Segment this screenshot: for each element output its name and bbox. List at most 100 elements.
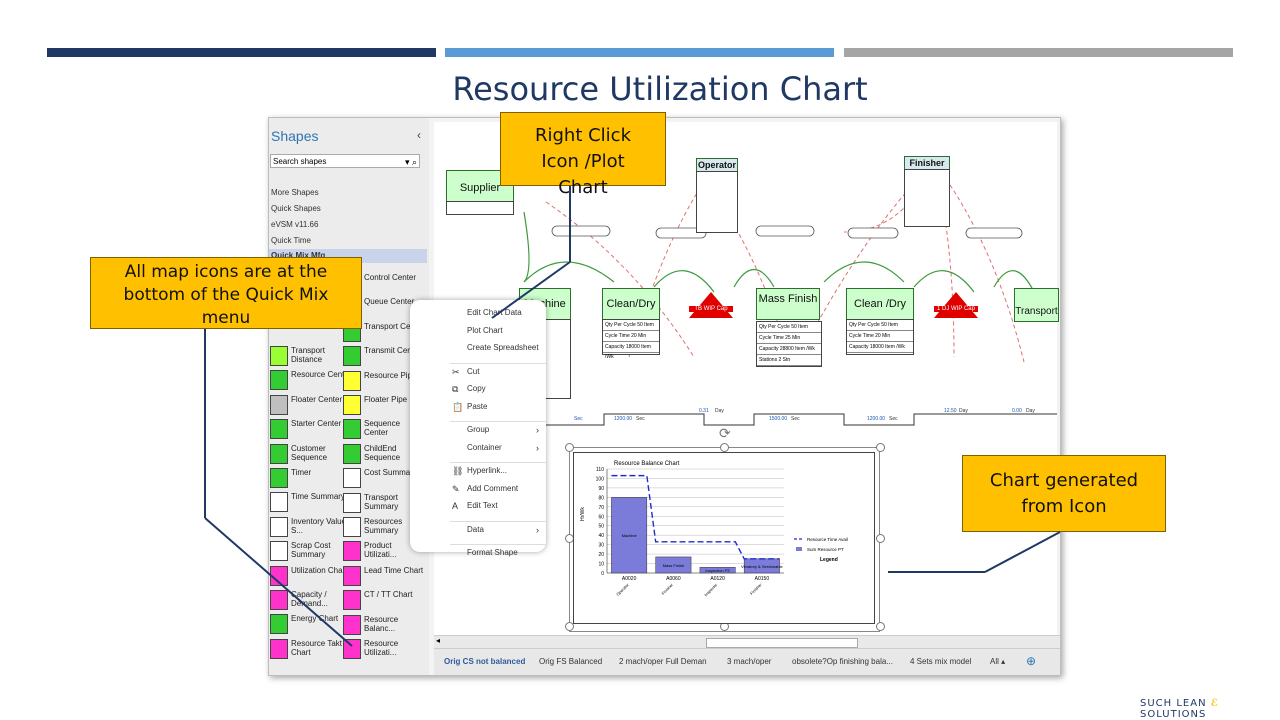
table-row: Capacity 18000 Item /Wk xyxy=(603,342,659,360)
supplier-label: Supplier xyxy=(459,182,501,194)
table-row: Capacity 28800 Item /Wk xyxy=(757,344,821,355)
page-tab[interactable]: obsolete?Op finishing bala... xyxy=(792,657,893,666)
tb-wip-cap[interactable]: TB WIP Cap xyxy=(689,292,733,320)
shape-item[interactable]: Floater Pipe xyxy=(343,395,427,419)
finisher-box[interactable]: Finisher xyxy=(904,156,950,170)
legend-entry: Sum Resource PT xyxy=(807,547,844,552)
shape-item-label: Resource Balanc... xyxy=(364,614,399,633)
shape-item[interactable]: Inventory Value S... xyxy=(270,516,354,541)
shape-item-icon xyxy=(270,346,288,366)
stencil-more-shapes[interactable]: More Shapes xyxy=(271,188,319,197)
menu-item-create-spreadsheet[interactable]: Create Spreadsheet xyxy=(467,343,539,352)
menu-item-edit-text[interactable]: Edit Text xyxy=(467,501,498,510)
menu-separator xyxy=(450,362,546,364)
stencil-quick-shapes[interactable]: Quick Shapes xyxy=(271,204,321,213)
menu-item-group[interactable]: Group xyxy=(467,425,490,434)
vsm-map: Sec 1200.00 Sec 0.31 Day 1500.00 Sec 120… xyxy=(444,161,1057,426)
operator-box[interactable]: Operator xyxy=(696,158,738,172)
shape-item-icon xyxy=(270,565,288,586)
shape-item[interactable]: ChildEnd Sequence xyxy=(343,443,427,468)
shape-item[interactable]: Resource Takt Chart xyxy=(270,638,354,663)
stencil-quick-time[interactable]: Quick Time xyxy=(271,236,312,245)
menu-item-cut[interactable]: Cut xyxy=(467,366,480,376)
shape-item[interactable]: Cost Summary xyxy=(343,468,427,492)
shape-item[interactable]: Utilization Chart xyxy=(270,565,354,590)
plus-circle-icon[interactable]: ⊕ xyxy=(1026,654,1037,668)
page-tab[interactable]: Orig CS not balanced xyxy=(444,657,526,666)
shape-item[interactable]: CT / TT Chart xyxy=(343,590,427,614)
shape-item-label: Cost Summary xyxy=(364,468,417,478)
selection-handle[interactable] xyxy=(876,622,885,631)
shape-item[interactable]: Sequence Center xyxy=(343,419,427,443)
shape-item[interactable]: Lead Time Chart xyxy=(343,565,427,590)
menu-item-data[interactable]: Data xyxy=(467,524,484,534)
horizontal-scrollbar[interactable]: ◂ xyxy=(434,635,1060,649)
shapes-panel: Shapes ‹ Search shapes ▾ ⌕ More Shapes Q… xyxy=(269,118,429,675)
rotate-handle-icon[interactable]: ⟳ xyxy=(719,425,731,441)
shape-item[interactable]: Transport Distance xyxy=(270,346,354,370)
table-row: Cycle Time 20 Min xyxy=(847,331,913,342)
shape-item[interactable]: Transmit Center xyxy=(343,346,427,370)
menu-item-container[interactable]: Container xyxy=(467,442,502,452)
clean-dry-2-box[interactable]: Clean /Dry xyxy=(846,288,914,320)
page-tab[interactable]: 4 Sets mix model xyxy=(910,657,972,666)
menu-item-edit-chart-data[interactable]: Edit Chart Data xyxy=(467,308,522,317)
shape-item-icon xyxy=(343,541,361,562)
search-shapes-input[interactable]: Search shapes ▾ ⌕ xyxy=(270,154,420,168)
shape-item-label: Floater Center xyxy=(291,394,343,404)
legend-bar-marker xyxy=(796,547,802,551)
shape-item[interactable]: Scrap Cost Summary xyxy=(270,541,354,565)
shape-item[interactable]: Resource Utilizati... xyxy=(343,639,427,663)
shape-item[interactable]: Transport Summary xyxy=(343,492,427,517)
selection-handle[interactable] xyxy=(876,443,885,452)
search-icon[interactable]: ▾ ⌕ xyxy=(404,157,417,167)
page-tab[interactable]: All ▴ xyxy=(990,657,1006,666)
scroll-thumb[interactable] xyxy=(706,638,858,648)
menu-item-paste[interactable]: Paste xyxy=(467,401,488,411)
shape-item[interactable]: Floater Center xyxy=(270,394,354,419)
selection-handle[interactable] xyxy=(876,534,885,543)
x-tick-label: A0060 xyxy=(666,576,681,582)
timeline-unit-6: Day xyxy=(1026,408,1035,414)
shape-item-icon xyxy=(270,590,288,610)
shape-item[interactable]: Customer Sequence xyxy=(270,443,354,468)
chart-bar xyxy=(699,567,736,574)
shape-item[interactable]: Capacity / Demand... xyxy=(270,590,354,614)
menu-item-format-shape[interactable]: Format Shape xyxy=(467,548,518,557)
finisher-table xyxy=(904,169,950,227)
page-tab[interactable]: 3 mach/oper xyxy=(727,657,772,666)
timeline-value-6: 0.00 xyxy=(1012,408,1022,414)
y-tick-label: 0 xyxy=(601,571,604,577)
selection-handle[interactable] xyxy=(565,443,574,452)
mass-finish-box[interactable]: Mass Finish xyxy=(756,288,820,320)
transport-box[interactable]: Transport xyxy=(1014,288,1059,322)
page-tab[interactable]: 2 mach/oper Full Deman xyxy=(619,657,707,666)
shape-item[interactable]: Time Summary xyxy=(270,492,354,516)
shape-item[interactable]: Resource Center xyxy=(270,370,354,394)
legend-title: Legend xyxy=(820,557,838,563)
dj-wip-cap[interactable]: 1 DJ WIP Cap xyxy=(934,292,978,320)
menu-item-copy[interactable]: Copy xyxy=(467,384,486,393)
shape-item[interactable]: Resource Balanc... xyxy=(343,614,427,639)
search-placeholder: Search shapes xyxy=(273,157,327,166)
menu-item-plot-chart[interactable]: Plot Chart xyxy=(467,325,503,335)
selection-handle[interactable] xyxy=(720,443,729,452)
shape-item[interactable]: Energy Chart xyxy=(270,614,354,638)
menu-item-add-comment[interactable]: Add Comment xyxy=(467,483,519,493)
shape-item-icon xyxy=(270,468,288,488)
stencil-evsm[interactable]: eVSM v11.66 xyxy=(271,220,319,229)
logo-mark-icon: ℰ xyxy=(1210,698,1220,709)
shape-item[interactable]: Resource Pipe xyxy=(343,370,427,395)
timeline-value-1: 1200.00 xyxy=(614,416,632,422)
clean-dry-1-box[interactable]: Clean/Dry xyxy=(602,288,660,320)
selection-handle[interactable] xyxy=(565,622,574,631)
comment-icon: ✎ xyxy=(452,483,460,494)
chevron-left-icon[interactable]: ‹ xyxy=(417,128,421,142)
scroll-left-icon[interactable]: ◂ xyxy=(436,636,441,645)
shape-item[interactable]: Starter Center xyxy=(270,419,354,443)
menu-item-hyperlink[interactable]: Hyperlink... xyxy=(467,466,508,475)
page-tab[interactable]: Orig FS Balanced xyxy=(539,657,603,666)
shape-item[interactable]: Timer xyxy=(270,468,354,492)
